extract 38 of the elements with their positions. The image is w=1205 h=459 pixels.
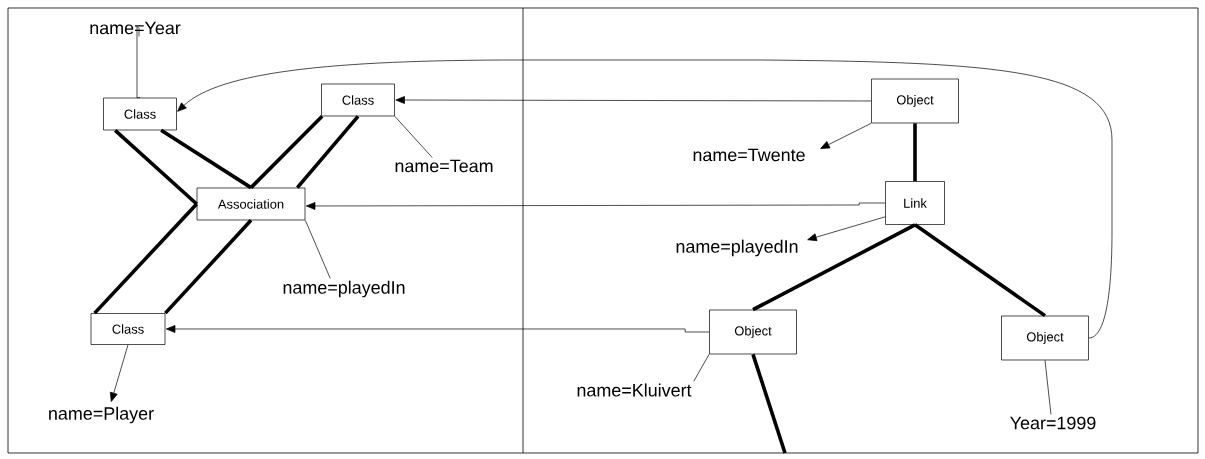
leader-line	[820, 123, 872, 149]
object-box: Object	[709, 309, 797, 355]
leader-label: name=Twente	[693, 148, 805, 162]
arrow	[395, 96, 872, 104]
class-box: Class	[321, 83, 395, 117]
class-box: Class	[90, 313, 166, 345]
connector-line	[296, 115, 360, 189]
leader-label: name=playedIn	[676, 239, 798, 257]
object-box: Link	[885, 181, 945, 225]
connector-line	[913, 223, 1047, 318]
arrow	[305, 202, 886, 210]
leader-label: name=Team	[395, 159, 493, 173]
leader-line	[394, 116, 433, 158]
connector-line	[93, 202, 198, 315]
object-box: Object	[871, 78, 959, 124]
leader-line	[305, 220, 331, 279]
leader-label: name=Kluivert	[577, 383, 692, 397]
connector-line	[113, 129, 198, 206]
leader-label: name=playedIn	[283, 280, 405, 298]
connector-line	[164, 219, 253, 315]
leader-label: name=Player	[49, 406, 154, 424]
leader-line	[1044, 360, 1052, 415]
leader-line	[807, 216, 886, 242]
connector-line	[751, 353, 787, 454]
connector-line	[752, 223, 916, 312]
leader-line	[136, 26, 141, 98]
object-box: Object	[1001, 315, 1089, 361]
class-box: Class	[103, 97, 177, 131]
leader-label: Year=1999	[1010, 416, 1096, 430]
connector-line	[913, 123, 917, 182]
connector-line	[160, 128, 252, 190]
leader-line	[109, 344, 129, 402]
leader-label: name=Year	[90, 21, 181, 35]
leader-line	[693, 354, 710, 382]
class-box: Association	[196, 187, 306, 221]
connector-line	[249, 115, 324, 189]
arrow	[177, 59, 1113, 339]
arrow	[165, 325, 710, 333]
